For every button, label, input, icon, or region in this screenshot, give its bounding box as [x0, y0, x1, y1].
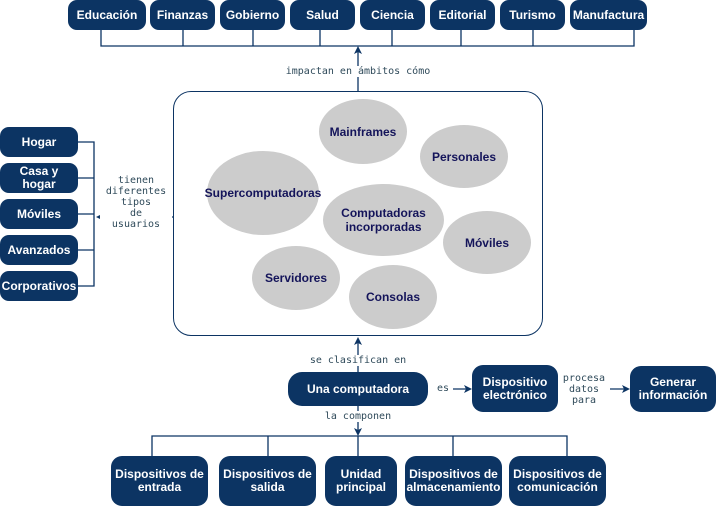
area-turismo[interactable]: Turismo — [500, 0, 565, 30]
component-comunicacion[interactable]: Dispositivos de comunicación — [509, 456, 606, 506]
area-salud[interactable]: Salud — [290, 0, 355, 30]
components-link-label: la componen — [310, 411, 406, 422]
user-casa-hogar[interactable]: Casa y hogar — [0, 163, 78, 193]
area-gobierno[interactable]: Gobierno — [220, 0, 285, 30]
types-link-label: se clasifican en — [298, 355, 418, 366]
area-editorial[interactable]: Editorial — [430, 0, 495, 30]
result-node[interactable]: Generar información — [630, 366, 716, 412]
component-unidad-principal[interactable]: Unidad principal — [325, 456, 397, 506]
center-node[interactable]: Una computadora — [288, 372, 428, 406]
users-link-label: tienen diferentes tipos de usuarios — [100, 175, 172, 230]
area-finanzas[interactable]: Finanzas — [150, 0, 215, 30]
component-entrada[interactable]: Dispositivos de entrada — [111, 456, 208, 506]
type-consolas[interactable]: Consolas — [349, 265, 437, 329]
type-personales[interactable]: Personales — [420, 125, 508, 188]
user-hogar[interactable]: Hogar — [0, 127, 78, 157]
type-mainframes[interactable]: Mainframes — [319, 99, 407, 164]
type-moviles[interactable]: Móviles — [443, 211, 531, 274]
areas-link-label: impactan en ámbitos cómo — [272, 66, 444, 77]
area-manufactura[interactable]: Manufactura — [570, 0, 647, 30]
type-servidores[interactable]: Servidores — [252, 246, 340, 310]
user-avanzados[interactable]: Avanzados — [0, 235, 78, 265]
definition-link-label: es — [433, 383, 453, 394]
type-supercomputadoras[interactable]: Supercomputadoras — [205, 151, 321, 235]
user-moviles[interactable]: Móviles — [0, 199, 78, 229]
definition-node[interactable]: Dispositivo electrónico — [472, 365, 558, 412]
component-almacenamiento[interactable]: Dispositivos de almacenamiento — [405, 456, 502, 506]
process-link-label: procesa datos para — [558, 373, 610, 406]
component-salida[interactable]: Dispositivos de salida — [219, 456, 316, 506]
user-corporativos[interactable]: Corporativos — [0, 271, 78, 301]
type-computadoras-incorporadas[interactable]: Computadoras incorporadas — [323, 184, 444, 256]
area-educacion[interactable]: Educación — [68, 0, 146, 30]
area-ciencia[interactable]: Ciencia — [360, 0, 425, 30]
